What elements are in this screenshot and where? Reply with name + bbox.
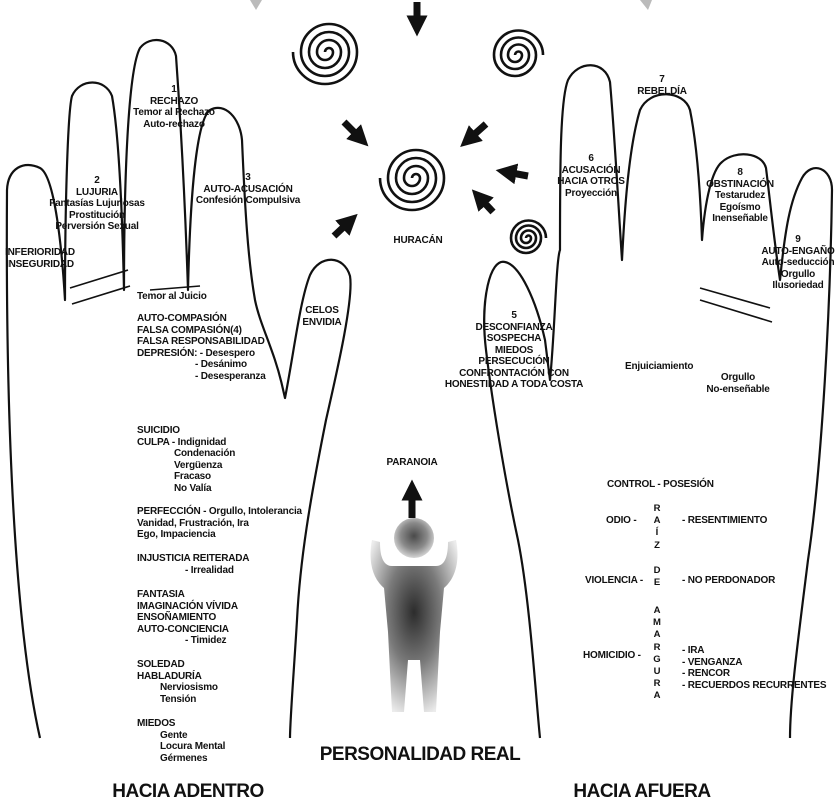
orgullo-label: Orgullo No-enseñable bbox=[706, 372, 769, 395]
spirals bbox=[293, 24, 546, 253]
spiral-top-left bbox=[293, 24, 357, 84]
spiral-small-right bbox=[511, 221, 546, 254]
palm-group-6: SOLEDAD HABLADURÍA Nerviosismo Tensión bbox=[137, 659, 218, 705]
right-hand-bands bbox=[700, 288, 772, 322]
thumb-inner-label: CELOS ENVIDIA bbox=[302, 305, 341, 328]
finger-6-label: 6 ACUSACIÓN HACIA OTROS Proyección bbox=[557, 153, 624, 199]
palm-group-4: INJUSTICIA REITERADA - Irrealidad bbox=[137, 553, 249, 576]
enjuiciamiento-label: Enjuiciamiento bbox=[625, 361, 693, 373]
palm-group-1: AUTO-COMPASIÓN FALSA COMPASIÓN(4) FALSA … bbox=[137, 313, 266, 382]
violencia-label: VIOLENCIA - bbox=[585, 575, 643, 587]
hacia-afuera-footer: HACIA AFUERA bbox=[573, 781, 710, 803]
temor-al-juicio: Temor al Juicio bbox=[137, 291, 207, 303]
spiral-top-right bbox=[494, 30, 543, 76]
arrow-upper-left bbox=[344, 122, 361, 139]
person-figure bbox=[371, 518, 458, 712]
homicidio-label: HOMICIDIO - bbox=[583, 650, 641, 662]
arrow-right bbox=[506, 172, 528, 176]
control-posesion-label: CONTROL - POSESIÓN bbox=[607, 479, 714, 491]
no-perdonador-label: - NO PERDONADOR bbox=[682, 575, 775, 587]
palm-group-3: PERFECCIÓN - Orgullo, Intolerancia Vanid… bbox=[137, 506, 302, 541]
arrow-upper-right bbox=[468, 124, 486, 140]
huracan-label: HURACÁN bbox=[393, 235, 442, 247]
resentimiento-label: - RESENTIMIENTO bbox=[682, 515, 767, 527]
finger-5-label: 5 DESCONFIANZA SOSPECHA MIEDOS PERSECUCI… bbox=[445, 310, 583, 391]
top-left-arrow-fragment bbox=[250, 0, 262, 10]
arrow-lower-right bbox=[479, 197, 493, 212]
palm-group-7: MIEDOS Gente Locura Mental Gérmenes bbox=[137, 718, 225, 764]
finger-2-label: 2 LUJURIA Fantasías Lujuriosas Prostituc… bbox=[49, 175, 144, 233]
palm-group-5: FANTASIA IMAGINACIÓN VÍVIDA ENSOÑAMIENTO… bbox=[137, 589, 238, 647]
paranoia-label: PARANOIA bbox=[387, 457, 438, 469]
finger-7-label: 7 REBELDÍA bbox=[637, 74, 687, 97]
vertical-amargura: A M A R G U R A bbox=[651, 605, 663, 703]
top-right-arrow-fragment bbox=[640, 0, 652, 10]
spiral-center bbox=[380, 150, 444, 210]
personalidad-real-title: PERSONALIDAD REAL bbox=[320, 744, 521, 766]
homicidio-list: - IRA - VENGANZA - RENCOR - RECUERDOS RE… bbox=[682, 645, 826, 691]
arrow-lower-left bbox=[334, 221, 350, 236]
finger-1-label: 1 RECHAZO Temor al Rechazo Auto-rechazo bbox=[133, 84, 215, 130]
finger-8-label: 8 OBSTINACIÓN Testarudez Egoísmo Inenseñ… bbox=[706, 167, 774, 225]
hacia-adentro-footer: HACIA ADENTRO bbox=[112, 781, 263, 803]
palm-group-2: SUICIDIO CULPA - Indignidad Condenación … bbox=[137, 425, 235, 494]
odio-label: ODIO - bbox=[606, 515, 636, 527]
finger-9-label: 9 AUTO-ENGAÑO Auto-seducción Orgullo Ilu… bbox=[761, 234, 834, 292]
vertical-raiz: R A Í Z bbox=[651, 503, 663, 552]
vertical-de: D E bbox=[651, 565, 663, 589]
finger-3-label: 3 AUTO-ACUSACIÓN Confesión Compulsiva bbox=[196, 172, 300, 207]
thumb-outer-label: INFERIORIDAD INSEGURIDAD bbox=[5, 247, 75, 270]
